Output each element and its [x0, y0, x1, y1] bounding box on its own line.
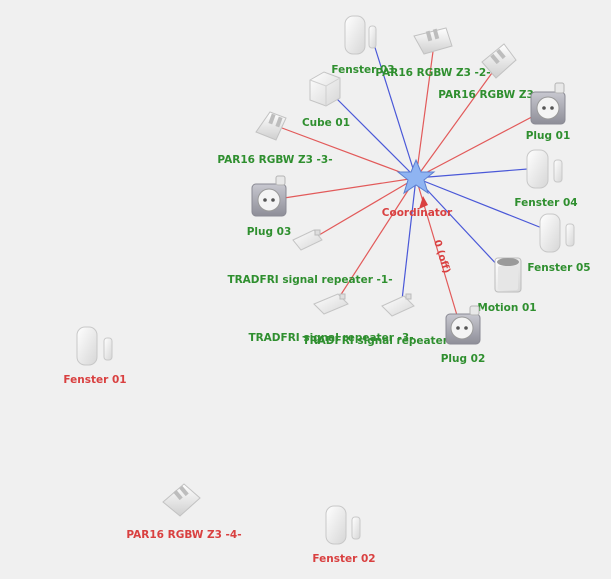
link-fenster-03: [371, 37, 417, 179]
node-fenster-05[interactable]: Fenster 05: [527, 213, 591, 274]
node-repeater-1[interactable]: TRADFRI signal repeater -1-: [227, 229, 393, 286]
star-icon: [396, 158, 436, 195]
node-label: Fenster 04: [514, 197, 577, 209]
door-sensor-icon: [76, 326, 113, 366]
link-par16-3: [281, 127, 417, 179]
spot-bulb-icon: [481, 43, 517, 79]
link-fenster-04: [415, 167, 541, 179]
link-plug-01: [415, 109, 546, 179]
node-label: PAR16 RGBW Z3: [438, 89, 534, 101]
node-plug-01[interactable]: Plug 01: [526, 82, 571, 142]
link-cube-01: [329, 91, 417, 179]
link-fenster-05: [415, 177, 553, 233]
node-repeater-2[interactable]: TRADFRI signal repeater -2-: [302, 293, 468, 347]
node-label: Coordinator: [382, 207, 453, 219]
spot-bulb-icon: [413, 27, 453, 55]
node-label: TRADFRI signal repeater -1-: [227, 274, 392, 286]
door-sensor-icon: [344, 15, 377, 55]
repeater-icon: [381, 293, 415, 317]
link-motion-01: [415, 177, 501, 269]
node-label: PAR16 RGBW Z3 -4-: [126, 529, 241, 541]
node-fenster-01[interactable]: Fenster 01: [63, 326, 127, 386]
spot-bulb-icon: [255, 111, 287, 141]
node-label: Cube 01: [302, 117, 350, 129]
node-cube-01[interactable]: Cube 01: [302, 71, 350, 129]
spot-bulb-icon: [162, 483, 201, 517]
node-plug-03[interactable]: Plug 03: [247, 175, 292, 238]
door-sensor-icon: [539, 213, 575, 253]
node-par16-2[interactable]: PAR16 RGBW Z3 -2-: [375, 27, 491, 79]
link-par16-1: [415, 65, 498, 179]
plug-icon: [251, 175, 287, 217]
link-label-plug-02: 0 (off): [431, 239, 452, 275]
node-plug-02[interactable]: Plug 02: [441, 305, 486, 365]
link-repeater-1: [313, 177, 417, 239]
links-layer: 0 (off): [281, 37, 553, 323]
node-label: Motion 01: [477, 302, 536, 314]
link-arrow-icon: [419, 196, 428, 209]
node-par16-3[interactable]: PAR16 RGBW Z3 -3-: [217, 111, 333, 166]
node-label: TRADFRI signal repeater -3-: [248, 332, 413, 344]
door-sensor-icon: [526, 149, 563, 189]
plug-icon: [445, 305, 481, 345]
link-plug-03: [283, 177, 417, 199]
node-label: Fenster 01: [63, 374, 126, 386]
cube-icon: [309, 71, 341, 107]
node-label: Plug 02: [441, 353, 486, 365]
node-label: Plug 01: [526, 130, 571, 142]
link-repeater-2: [401, 177, 417, 301]
node-par16-1[interactable]: PAR16 RGBW Z3: [438, 43, 534, 101]
door-sensor-icon: [325, 505, 361, 545]
node-label: Fenster 05: [527, 262, 590, 274]
node-fenster-03[interactable]: Fenster 03: [331, 15, 395, 76]
node-label: TRADFRI signal repeater -2-: [302, 335, 467, 347]
node-label: PAR16 RGBW Z3 -2-: [375, 67, 490, 79]
node-fenster-04[interactable]: Fenster 04: [514, 149, 578, 209]
repeater-icon: [292, 229, 323, 251]
node-label: Fenster 03: [331, 64, 394, 76]
node-label: PAR16 RGBW Z3 -3-: [217, 154, 332, 166]
motion-sensor-icon: [494, 257, 522, 293]
link-repeater-3: [339, 177, 417, 297]
repeater-icon: [313, 293, 349, 315]
node-label: Plug 03: [247, 226, 292, 238]
node-par16-4[interactable]: PAR16 RGBW Z3 -4-: [126, 483, 242, 541]
node-fenster-02[interactable]: Fenster 02: [312, 505, 376, 565]
node-label: Fenster 02: [312, 553, 375, 565]
link-par16-2: [415, 43, 435, 179]
plug-icon: [530, 82, 566, 125]
node-coordinator[interactable]: Coordinator: [382, 158, 453, 219]
node-motion-01[interactable]: Motion 01: [477, 257, 537, 314]
node-repeater-3[interactable]: TRADFRI signal repeater -3-: [248, 293, 414, 344]
